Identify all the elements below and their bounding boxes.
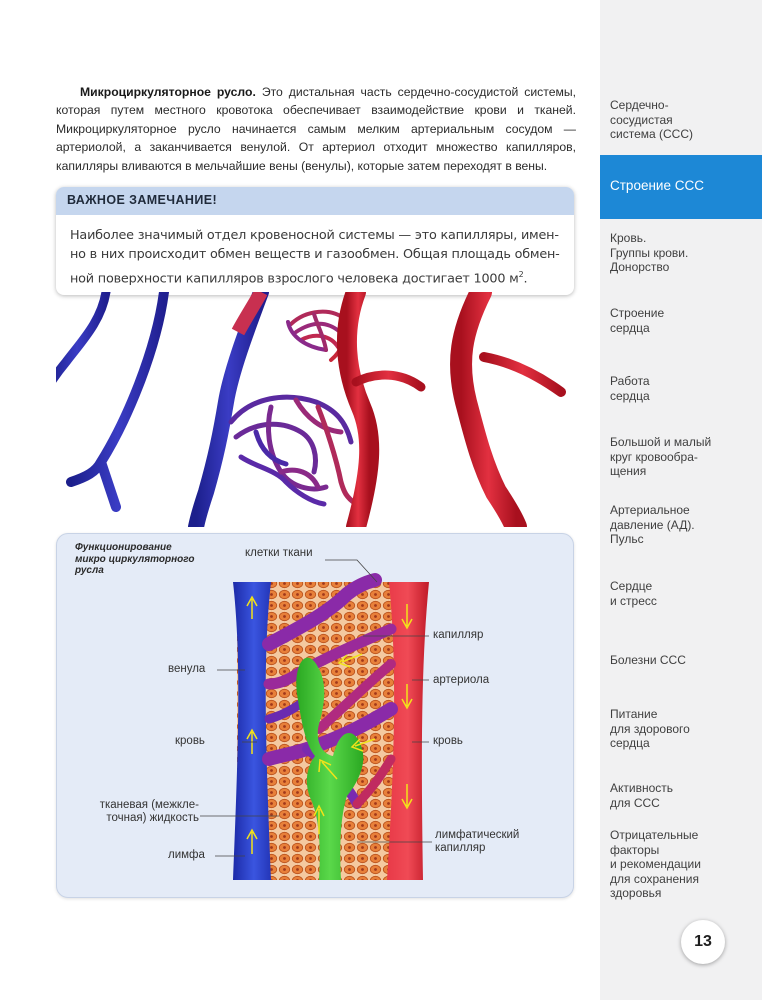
- note-line-3: ной поверхности капилляров взрослого чел…: [70, 265, 560, 289]
- sidebar-item-line: круг кровообра-: [610, 449, 698, 464]
- diagram-title-line-2: микро циркуляторного: [75, 553, 195, 565]
- sidebar-item-line: сердца: [610, 320, 650, 335]
- diagram-title: Функционирование микро циркуляторного ру…: [75, 542, 225, 577]
- note-line-3-end: .: [523, 271, 528, 287]
- note-line-3-text: ной поверхности капилляров взрослого чел…: [70, 271, 519, 287]
- sidebar-item-line: Питание: [610, 707, 658, 721]
- venule-tip: [231, 292, 268, 336]
- capillary-network-lower: [228, 394, 359, 507]
- label-blood-left: кровь: [175, 735, 205, 747]
- sidebar-item-blood[interactable]: Кровь. Группы крови. Донорство: [610, 231, 755, 275]
- note-title: ВАЖНОЕ ЗАМЕЧАНИЕ!: [56, 187, 574, 215]
- artery-branch: [351, 370, 426, 392]
- sidebar-item-heart-structure[interactable]: Строение сердца: [610, 306, 755, 335]
- label-lymphatic-capillary-line-1: лимфатический: [435, 829, 520, 841]
- sidebar-item-line: Сердце: [610, 579, 653, 593]
- important-note-box: ВАЖНОЕ ЗАМЕЧАНИЕ! Наиболее значимый отде…: [56, 187, 574, 295]
- sidebar-item-line: для здорового: [610, 721, 690, 736]
- label-tissue-fluid: тканевая (межкле- точная) жидкость: [75, 799, 199, 825]
- sidebar-item-line: Артериальное: [610, 503, 690, 517]
- diagram-title-line-1: Функционирование: [75, 542, 172, 553]
- page-number: 13: [681, 920, 725, 964]
- intro-text: Это дистальная часть сердечно-сосудистой…: [56, 85, 577, 173]
- microcirculation-diagram: [200, 559, 432, 880]
- sidebar-item-line: Пульс: [610, 532, 644, 547]
- sidebar-item-active[interactable]: Строение ССС: [600, 155, 762, 219]
- sidebar-item-line: система (ССС): [610, 127, 693, 142]
- sidebar-item-line: Большой и малый: [610, 435, 712, 449]
- sidebar-item-blood-pressure[interactable]: Артериальное давление (АД). Пульс: [610, 503, 755, 547]
- sidebar-item-line: и стресс: [610, 593, 657, 608]
- sidebar-item-line: щения: [610, 464, 647, 479]
- blood-flow-arrows: [246, 595, 413, 854]
- sidebar-item-line: Активность: [610, 781, 674, 795]
- sidebar-item-line: сосудистая: [610, 112, 673, 127]
- sidebar-active-label: Строение ССС: [610, 178, 704, 193]
- artery-main: [336, 292, 380, 527]
- label-lymphatic-capillary: лимфатический капилляр: [435, 829, 519, 855]
- sidebar-item-line: здоровья: [610, 886, 662, 901]
- diagram-lymphatic-capillary: [296, 657, 364, 880]
- sidebar-item-line: Донорство: [610, 260, 670, 275]
- sidebar-item-line: для сохранения: [610, 871, 699, 886]
- sidebar-item-line: Строение: [610, 306, 665, 320]
- note-line-3-sup: 2: [518, 269, 524, 279]
- venule-main: [188, 292, 269, 527]
- sidebar-item-line: факторы: [610, 842, 660, 857]
- intro-lead: Микроциркуляторное русло.: [80, 85, 256, 99]
- sidebar-item-line: и рекомендации: [610, 857, 701, 872]
- label-arteriole: артериола: [433, 674, 490, 686]
- sidebar-item-heart-work[interactable]: Работа сердца: [610, 374, 755, 403]
- sidebar-item-line: сердца: [610, 736, 650, 751]
- label-leader-lines: [200, 559, 432, 857]
- sidebar-item-line: для ССС: [610, 795, 660, 810]
- label-lymph: лимфа: [168, 849, 205, 861]
- artery-right-branch: [479, 352, 566, 397]
- label-lymphatic-capillary-line-2: капилляр: [435, 842, 486, 854]
- chapter-sidebar: Строение ССС Сердечно- сосудистая систем…: [600, 0, 762, 1000]
- vein-branch-left: [56, 292, 111, 383]
- sidebar-item-circulation[interactable]: Большой и малый круг кровообра- щения: [610, 435, 755, 479]
- label-venule: венула: [168, 663, 206, 675]
- label-tissue-cells: клетки ткани: [245, 547, 313, 559]
- artery-right: [450, 292, 527, 527]
- microcirculation-diagram-panel: Функционирование микро циркуляторного ру…: [56, 533, 574, 898]
- sidebar-item-ccc[interactable]: Сердечно- сосудистая система (ССС): [610, 98, 755, 142]
- sidebar-item-line: Кровь.: [610, 231, 647, 245]
- note-body: Наиболее значимый отдел кровеносной сист…: [56, 215, 574, 288]
- sidebar-item-nutrition[interactable]: Питание для здорового сердца: [610, 707, 755, 751]
- note-line-2: но в них происходит обмен веществ и газо…: [70, 247, 560, 263]
- diagram-arteriole: [387, 582, 429, 880]
- label-blood-right: кровь: [433, 735, 463, 747]
- diagram-title-line-3: русла: [75, 565, 104, 576]
- sidebar-item-line: Группы крови.: [610, 245, 689, 260]
- blood-vessels-illustration: [56, 292, 566, 527]
- sidebar-item-diseases[interactable]: Болезни ССС: [610, 653, 755, 668]
- label-tissue-fluid-line-2: точная) жидкость: [106, 812, 199, 824]
- vein-branch-left-lower: [66, 292, 169, 512]
- sidebar-item-activity[interactable]: Активность для ССС: [610, 781, 755, 810]
- note-line-1: Наиболее значимый отдел кровеносной сист…: [70, 228, 559, 243]
- sidebar-item-line: Отрицательные: [610, 828, 699, 842]
- label-capillary: капилляр: [433, 629, 484, 641]
- sidebar-item-line: Болезни ССС: [610, 653, 686, 667]
- sidebar-item-line: сердца: [610, 388, 650, 403]
- sidebar-item-line: Работа: [610, 374, 650, 388]
- sidebar-item-negative-factors[interactable]: Отрицательные факторы и рекомендации для…: [610, 828, 755, 901]
- sidebar-item-line: давление (АД).: [610, 517, 695, 532]
- sidebar-item-heart-stress[interactable]: Сердце и стресс: [610, 579, 755, 608]
- sidebar-item-line: Сердечно-: [610, 98, 669, 112]
- label-tissue-fluid-line-1: тканевая (межкле-: [99, 799, 199, 811]
- intro-paragraph: Микроциркуляторное русло. Это дистальная…: [56, 83, 576, 175]
